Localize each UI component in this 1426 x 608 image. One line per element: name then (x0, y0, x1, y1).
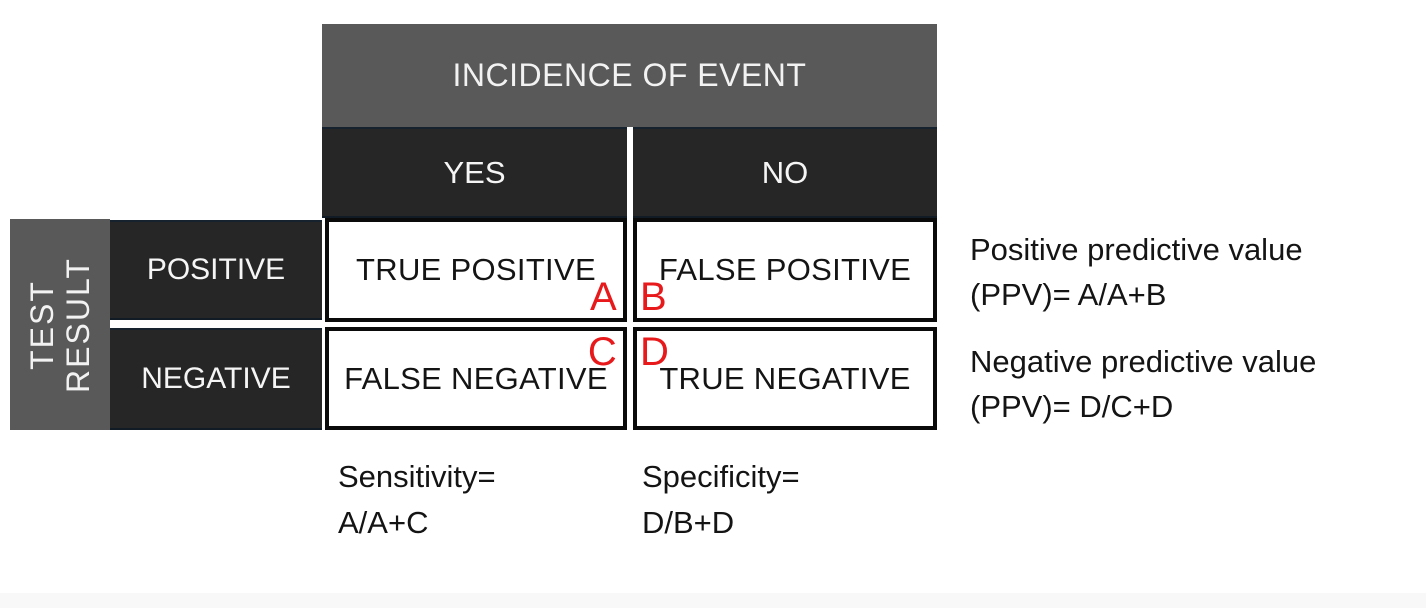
cell-letter-d: D (640, 330, 670, 374)
npv-formula-line2: (PPV)= D/C+D (970, 389, 1174, 424)
specificity-formula: Specificity= D/B+D (642, 454, 800, 546)
row-header-positive: POSITIVE (110, 220, 322, 320)
cell-false-positive: FALSE POSITIVE B (633, 218, 937, 322)
test-result-header: TEST RESULT (10, 219, 110, 430)
sensitivity-formula-line1: Sensitivity= (338, 459, 496, 494)
column-header-no: NO (633, 127, 937, 218)
ppv-formula-line1: Positive predictive value (970, 232, 1303, 267)
negative-predictive-value-formula: Negative predictive value (PPV)= D/C+D (970, 339, 1316, 429)
page-bottom-strip (0, 593, 1426, 608)
positive-predictive-value-formula: Positive predictive value (PPV)= A/A+B (970, 227, 1303, 317)
test-result-vertical-label: TEST RESULT (24, 256, 96, 393)
cell-false-negative-label: FALSE NEGATIVE (344, 360, 608, 396)
cell-true-positive-label: TRUE POSITIVE (356, 252, 596, 287)
specificity-formula-line1: Specificity= (642, 459, 800, 494)
ppv-formula-line2: (PPV)= A/A+B (970, 277, 1167, 312)
cell-letter-c: C (587, 330, 617, 374)
sensitivity-formula-line2: A/A+C (338, 505, 429, 540)
sensitivity-formula: Sensitivity= A/A+C (338, 454, 496, 546)
column-header-yes: YES (322, 127, 627, 218)
npv-formula-line1: Negative predictive value (970, 344, 1317, 379)
cell-true-positive: TRUE POSITIVE A (325, 218, 627, 322)
incidence-of-event-header: INCIDENCE OF EVENT (322, 24, 937, 127)
specificity-formula-line2: D/B+D (642, 505, 735, 540)
row-header-negative: NEGATIVE (110, 328, 322, 430)
cell-true-negative-label: TRUE NEGATIVE (659, 360, 911, 396)
cell-letter-a: A (590, 275, 617, 319)
cell-false-positive-label: FALSE POSITIVE (658, 252, 912, 287)
cell-false-negative: FALSE NEGATIVE C (325, 327, 627, 430)
cell-true-negative: TRUE NEGATIVE D (633, 327, 937, 430)
cell-letter-b: B (640, 275, 667, 319)
